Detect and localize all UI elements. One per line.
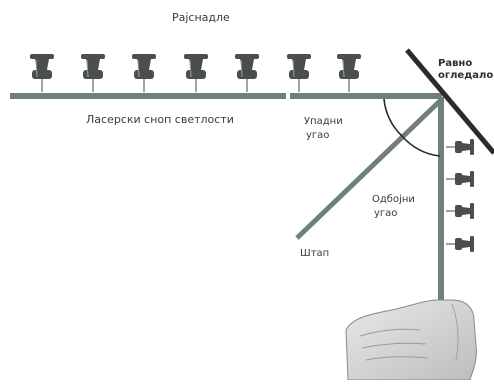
pushpin-right-4: [446, 236, 474, 252]
stick-label: Штап: [300, 248, 329, 259]
pushpin-top-2: [81, 54, 105, 92]
incident-angle-label-line1: Упадни: [304, 116, 343, 127]
pushpin-top-4: [184, 54, 208, 92]
top-pushpins: [30, 54, 361, 92]
reflection-angle-label-line1: Одбојни: [372, 194, 415, 205]
reflected-beam: [438, 97, 444, 325]
hand-illustration: [346, 300, 476, 380]
pushpin-top-6: [287, 54, 311, 92]
pushpin-right-1: [446, 139, 474, 155]
incident-angle-arc: [384, 99, 402, 136]
pushpin-right-2: [446, 171, 474, 187]
mirror-label-line1: Равно: [438, 58, 472, 69]
pushpin-top-7: [337, 54, 361, 92]
pushpin-top-5: [235, 54, 259, 92]
laser-beam-left: [10, 93, 286, 99]
reflection-angle-label-line2: угао: [374, 208, 397, 219]
mirror-label-line2: огледало: [438, 70, 493, 81]
pushpin-right-3: [446, 203, 474, 219]
laser-beam-label: Ласерски сноп светлости: [86, 114, 234, 126]
laser-beam: [10, 93, 442, 99]
laser-beam-right: [290, 93, 442, 99]
pushpin-top-3: [132, 54, 156, 92]
reflection-angle-arc: [402, 136, 440, 156]
pushpin-top-1: [30, 54, 54, 92]
pushpins-title: Рајснадле: [172, 12, 230, 24]
right-pushpins: [446, 139, 474, 252]
incident-angle-label-line2: угао: [306, 130, 329, 141]
